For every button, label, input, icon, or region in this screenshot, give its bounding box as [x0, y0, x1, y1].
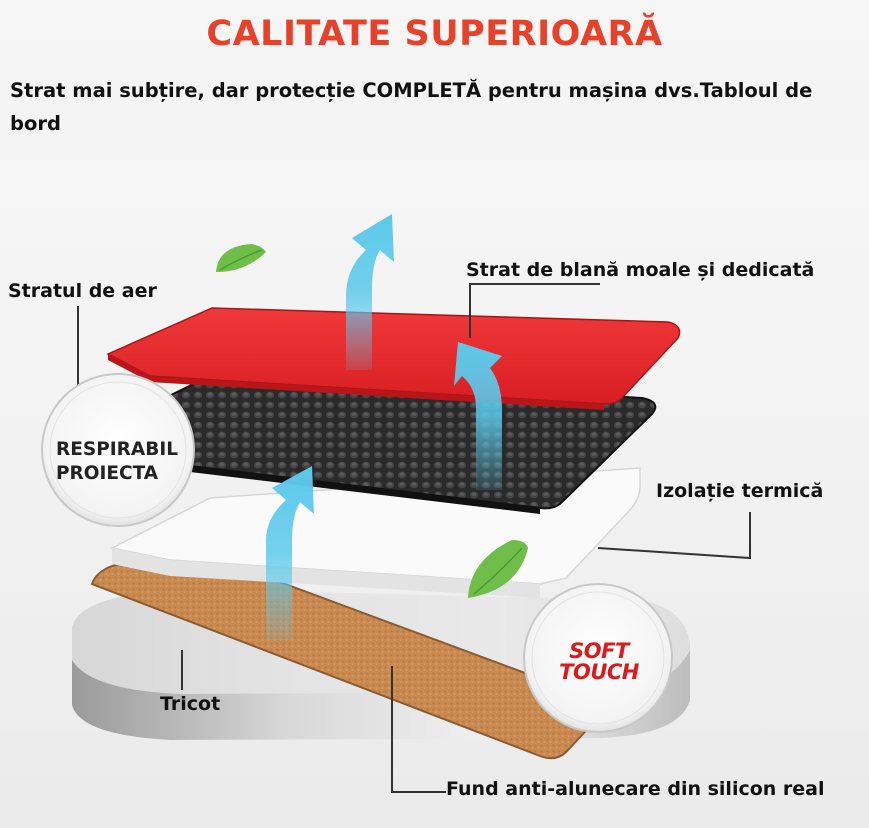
airflow-arrow-icon [346, 214, 394, 370]
mesh-layer [118, 370, 657, 514]
airflow-arrow-icon [454, 342, 502, 490]
breathable-line-1: RESPIRABIL [56, 439, 178, 460]
label-thermal: Izolație termică [656, 480, 824, 502]
leaf-icon [216, 244, 266, 272]
soft-line-2: TOUCH [559, 660, 639, 684]
label-fur-layer: Strat de blană moale și dedicată [466, 259, 815, 281]
label-silicone: Fund anti-alunecare din silicon real [446, 778, 825, 800]
page-subtitle: Strat mai subțire, dar protecție COMPLET… [10, 79, 813, 135]
leaf-icon [468, 540, 528, 598]
label-tricot: Tricot [160, 693, 221, 715]
page-title: CALITATE SUPERIOARĂ [206, 14, 663, 54]
airflow-arrow-icon [266, 466, 314, 640]
breathable-line-2: PROIECTA [56, 463, 159, 484]
breathable-badge [41, 373, 195, 527]
breathable-badge-text: RESPIRABIL PROIECTA [56, 438, 178, 486]
soft-touch-text: SOFT TOUCH [544, 641, 654, 683]
soft-line-1: SOFT [569, 639, 629, 663]
soft-touch-badge [523, 583, 673, 733]
fur-layer [106, 307, 681, 410]
label-air-layer: Stratul de aer [8, 280, 157, 302]
